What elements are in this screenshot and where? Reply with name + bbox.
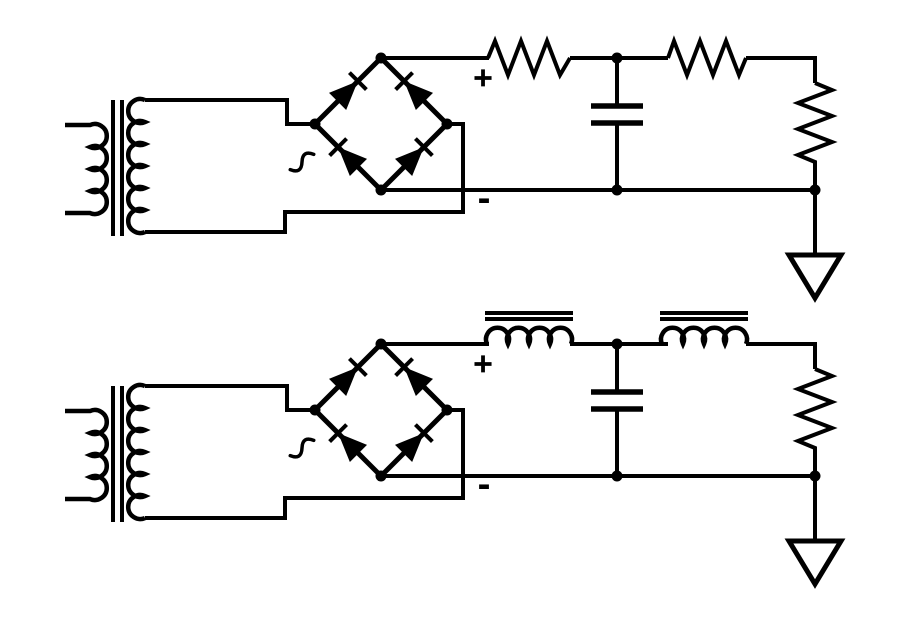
load-resistor: [792, 81, 838, 190]
ground-triangle: [784, 252, 846, 303]
sine-source-icon: [288, 151, 316, 173]
diode-cathode-bar: [414, 423, 434, 443]
capacitor-plates: [591, 103, 643, 126]
diode-arrow: [394, 433, 424, 463]
ground-symbol: [784, 476, 846, 589]
inductor-winding: [658, 325, 750, 350]
dc-plus-rail: [381, 56, 817, 83]
minus-rail-node-dot: [611, 184, 623, 196]
diode-cathode-bar: [348, 71, 368, 91]
minus-label: -: [477, 180, 490, 218]
iron-core-bars: [485, 311, 573, 321]
circuit-lc-filter: + -: [65, 311, 846, 589]
series-resistor-2: [666, 35, 748, 81]
transformer: [65, 96, 151, 236]
dc-plus-rail: [381, 342, 817, 369]
plus-label: +: [472, 63, 494, 93]
diode-cathode-bar: [394, 71, 414, 91]
sine-wave: [288, 151, 316, 173]
ground-symbol: [784, 190, 846, 303]
iron-core-bars: [660, 311, 748, 321]
diode-arrow: [328, 81, 358, 111]
diode-lower-right: [394, 423, 434, 463]
ac-wire-bottom: [145, 122, 465, 234]
filter-capacitor: [591, 344, 643, 476]
junction-dot-left: [309, 404, 321, 416]
series-inductor-2: [658, 311, 750, 350]
primary-winding: [65, 407, 109, 503]
secondary-winding: [126, 382, 151, 522]
bridge-diamond: [311, 340, 451, 480]
diode-arrow: [394, 147, 424, 177]
bridge-rectifier: [288, 52, 453, 196]
diode-upper-left: [328, 71, 368, 111]
diode-lower-left: [328, 137, 368, 177]
sine-source-icon: [288, 437, 316, 459]
diode-lower-right: [394, 137, 434, 177]
diode-cathode-bar: [394, 357, 414, 377]
junction-dot-left: [309, 118, 321, 130]
transformer: [65, 382, 151, 522]
diode-arrow: [404, 81, 434, 111]
diode-upper-right: [394, 71, 434, 111]
bridge-rectifier: [288, 338, 453, 482]
diode-upper-right: [394, 357, 434, 397]
diode-cathode-bar: [414, 137, 434, 157]
sine-wave: [288, 437, 316, 459]
transformer-core-lines: [111, 100, 124, 236]
diode-arrow: [338, 147, 368, 177]
diode-cathode-bar: [328, 423, 348, 443]
plus-label: +: [472, 349, 494, 379]
ac-wire-top: [145, 98, 315, 126]
diode-arrow: [404, 367, 434, 397]
junction-dot-right: [441, 118, 453, 130]
diode-upper-left: [328, 357, 368, 397]
transformer-core-lines: [111, 386, 124, 522]
series-inductor-1: [483, 311, 575, 350]
capacitor-plates: [591, 389, 643, 412]
minus-label: -: [477, 466, 490, 504]
series-resistor-1: [486, 35, 572, 81]
diode-cathode-bar: [328, 137, 348, 157]
minus-rail-node-dot: [611, 470, 623, 482]
circuit-rc-filter: + -: [65, 35, 846, 303]
ac-wire-top: [145, 384, 315, 412]
secondary-winding: [126, 96, 151, 236]
primary-winding: [65, 121, 109, 217]
load-resistor: [792, 367, 838, 476]
junction-dot-right: [441, 404, 453, 416]
bridge-diamond: [311, 54, 451, 194]
diode-cathode-bar: [348, 357, 368, 377]
filter-capacitor: [591, 58, 643, 190]
ac-wire-bottom: [145, 408, 465, 520]
diode-arrow: [328, 367, 358, 397]
diode-arrow: [338, 433, 368, 463]
diode-lower-left: [328, 423, 368, 463]
inductor-winding: [483, 325, 575, 350]
ground-triangle: [784, 538, 846, 589]
